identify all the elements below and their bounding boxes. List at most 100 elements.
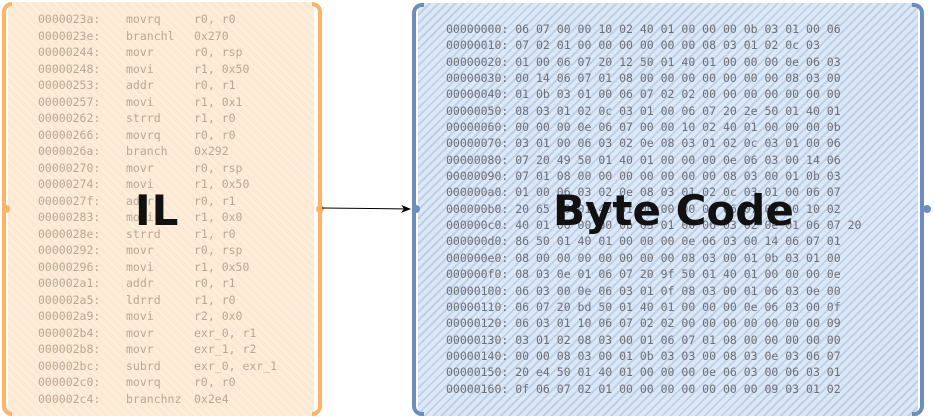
il-opcode: strrd: [126, 111, 161, 125]
il-address: 000002c0:: [38, 375, 101, 389]
il-opcode: strrd: [126, 226, 161, 241]
il-operands: r1, 0x50: [194, 177, 250, 191]
il-instruction-line: 0000023a: movrq r0, r0: [38, 11, 277, 28]
il-instruction-line: 00000262: strrd r1, r0: [38, 110, 277, 127]
il-operands: r1, 0x1: [194, 94, 243, 109]
il-address: 0000023a:: [38, 12, 101, 26]
il-right-connector: [316, 205, 324, 213]
il-address: 00000248:: [38, 61, 101, 76]
il-opcode: movr: [126, 243, 154, 257]
il-instruction-line: 000002b8: movr exr_1, r2: [38, 341, 277, 358]
il-operands: exr_0, r1: [194, 325, 257, 340]
il-address: 0000027f:: [38, 193, 101, 208]
il-opcode: movi: [126, 177, 154, 191]
bytecode-hex-line: 000000a0: 01 00 06 03 02 0e 08 03 01 02 …: [446, 185, 841, 200]
bytecode-panel: 00000000: 06 07 00 00 10 02 40 01 00 00 …: [412, 3, 924, 416]
il-address: 00000257:: [38, 94, 101, 109]
il-opcode: branchl: [126, 28, 175, 43]
il-opcode: movrq: [126, 127, 161, 142]
bytecode-hex-line: 00000000: 06 07 00 00 10 02 40 01 00 00 …: [446, 22, 841, 36]
il-operands: r0, r1: [194, 276, 236, 290]
bytecode-right-connector: [923, 205, 931, 213]
il-operands: r1, 0x50: [194, 259, 250, 274]
il-address: 00000244:: [38, 45, 101, 59]
il-operands: r2, 0x0: [194, 309, 243, 323]
il-operands: r1, r0: [194, 111, 236, 125]
il-opcode: addr: [126, 193, 154, 208]
bytecode-hex-line: 00000140: 00 00 08 03 00 01 0b 03 03 00 …: [446, 348, 841, 363]
il-address: 00000274:: [38, 177, 101, 191]
il-operands: r1, 0x0: [194, 210, 243, 224]
bytecode-hex-line: 00000070: 03 01 00 06 03 02 0e 08 03 01 …: [446, 136, 841, 151]
bytecode-hex-line: 00000100: 06 03 00 0e 06 03 01 0f 08 03 …: [446, 283, 841, 298]
il-address: 000002b8:: [38, 342, 101, 356]
bytecode-right-bracket: [912, 3, 924, 416]
bytecode-hex-line: 000000c0: 40 01 00 00 00 0b 03 01 00 06 …: [446, 218, 862, 233]
il-opcode: movi: [126, 210, 154, 224]
bytecode-hex-line: 00000050: 08 03 01 02 0c 03 01 00 06 07 …: [446, 103, 841, 118]
bytecode-label: Byte Code: [553, 186, 794, 235]
il-opcode: movr: [126, 45, 154, 59]
il-operands: exr_0, exr_1: [194, 358, 278, 373]
il-instruction-line: 00000244: movr r0, rsp: [38, 44, 277, 61]
bytecode-hex-line: 000000b0: 20 65 50 01 40 01 00 00 00 0e …: [446, 201, 841, 216]
il-operands: exr_1, r2: [194, 342, 257, 356]
il-address: 00000266:: [38, 127, 101, 142]
bytecode-hex-line: 00000060: 00 00 00 0e 06 07 00 00 10 02 …: [446, 120, 841, 135]
il-opcode: movr: [126, 325, 154, 340]
il-instruction-line: 00000266: movrq r0, r0: [38, 127, 277, 144]
il-opcode: movi: [126, 259, 154, 274]
bytecode-hex-line: 00000020: 01 00 06 07 20 12 50 01 40 01 …: [446, 54, 841, 69]
il-operands: r0, rsp: [194, 160, 243, 175]
bytecode-hex-dump: 00000000: 06 07 00 00 10 02 40 01 00 00 …: [446, 21, 861, 397]
il-address: 000002bc:: [38, 358, 101, 373]
il-address: 0000026a:: [38, 144, 101, 158]
il-operands: r0, r0: [194, 127, 236, 142]
il-operands: r0, rsp: [194, 243, 243, 257]
il-operands: r1, 0x50: [194, 61, 250, 76]
il-address: 000002c4:: [38, 391, 101, 406]
il-address: 00000283:: [38, 210, 101, 224]
bytecode-hex-line: 00000090: 07 01 08 00 00 00 00 00 00 00 …: [446, 169, 841, 184]
il-instruction-line: 0000023e: branchl 0x270: [38, 28, 277, 45]
il-address: 00000262:: [38, 111, 101, 125]
il-operands: r0, rsp: [194, 45, 243, 59]
bytecode-hex-line: 00000150: 20 e4 50 01 40 01 00 00 00 0e …: [446, 365, 841, 380]
bytecode-left-connector: [412, 205, 420, 213]
bytecode-hex-line: 00000110: 06 07 20 bd 50 01 40 01 00 00 …: [446, 299, 841, 314]
il-opcode: movrq: [126, 375, 161, 389]
il-opcode: ldrrd: [126, 292, 161, 307]
il-operands: 0x270: [194, 28, 229, 43]
bytecode-hex-line: 00000130: 03 01 02 08 03 00 01 06 07 01 …: [446, 332, 841, 347]
il-address: 0000023e:: [38, 28, 101, 43]
bytecode-hex-line: 00000120: 06 03 01 10 06 07 02 02 00 00 …: [446, 316, 841, 331]
il-operands: r1, r0: [194, 226, 236, 241]
il-instruction-list: 0000023a: movrq r0, r0 0000023e: branchl 0x27…: [38, 11, 277, 407]
il-address: 000002a9:: [38, 309, 101, 323]
bytecode-hex-line: 00000160: 0f 06 07 02 01 00 00 00 00 00 …: [446, 381, 841, 396]
il-left-connector: [2, 205, 10, 213]
il-operands: r0, r1: [194, 193, 236, 208]
il-opcode: movrq: [126, 12, 161, 26]
il-instruction-line: 00000274: movi r1, 0x50: [38, 176, 277, 193]
il-opcode: movr: [126, 160, 154, 175]
il-address: 00000253:: [38, 78, 101, 92]
il-operands: r0, r0: [194, 12, 236, 26]
il-opcode: movr: [126, 342, 154, 356]
bytecode-hex-line: 000000d0: 86 50 01 40 01 00 00 00 0e 06 …: [446, 234, 841, 249]
bytecode-hex-line: 000000e0: 08 00 00 00 00 00 00 00 08 03 …: [446, 250, 841, 265]
il-opcode: addr: [126, 276, 154, 290]
bytecode-hex-line: 00000080: 07 20 49 50 01 40 01 00 00 00 …: [446, 152, 841, 167]
